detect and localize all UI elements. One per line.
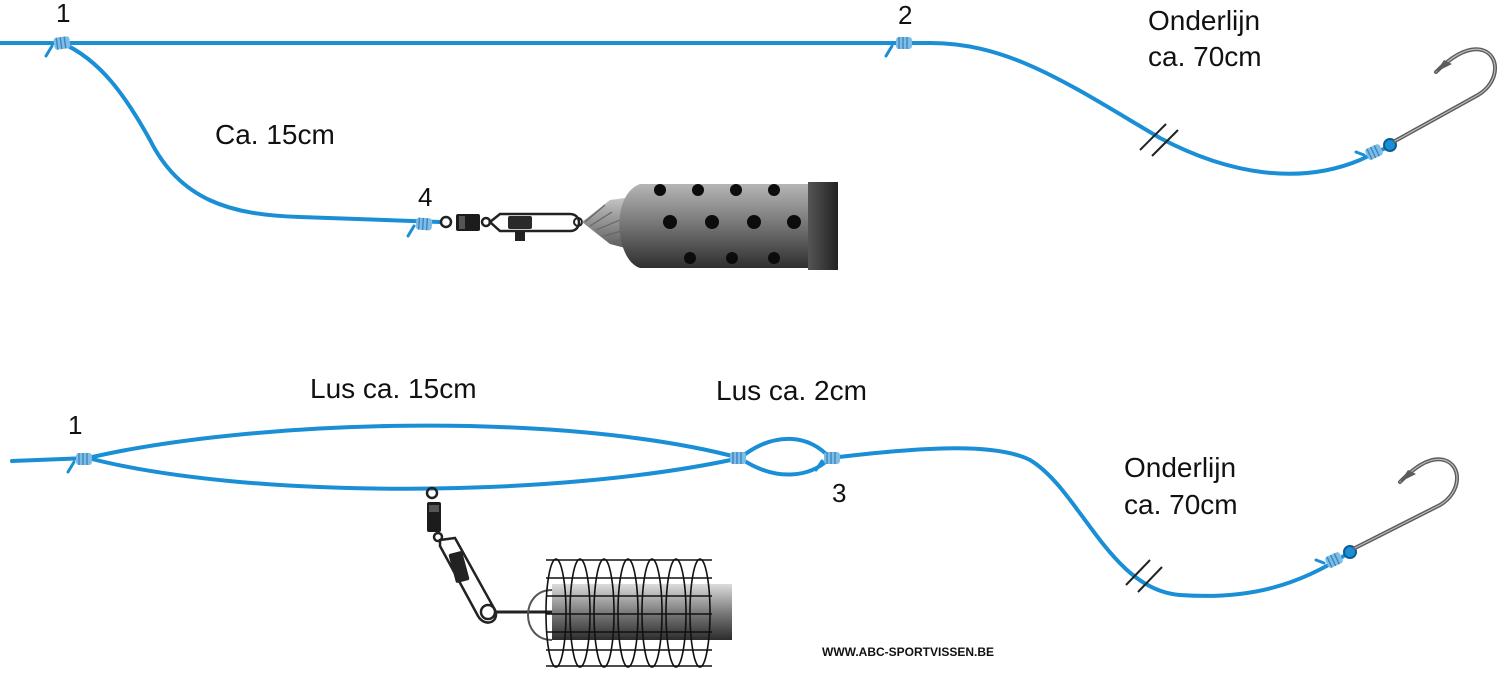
break-mark-icon <box>1139 123 1179 157</box>
bottom-knot-1-tag <box>66 460 76 474</box>
method-feeder-icon <box>582 182 838 270</box>
top-knot-4-tag <box>406 224 416 238</box>
bottom-knot-1-number: 1 <box>68 410 82 440</box>
top-knot-1-number: 1 <box>56 0 70 28</box>
top-knot-2-number: 2 <box>898 0 912 30</box>
watermark-url: WWW.ABC-SPORTVISSEN.BE <box>822 645 994 659</box>
hook-icon <box>1343 457 1459 559</box>
bottom-large-loop-upper <box>86 423 742 460</box>
bottom-knot-3-tag <box>814 459 824 472</box>
bottom-knot-3-number: 3 <box>832 478 846 508</box>
cage-feeder-icon <box>495 558 732 668</box>
top-knot-1 <box>52 35 72 51</box>
top-knot-1-tag <box>44 44 54 58</box>
top-hook-knot-tag <box>1354 150 1366 157</box>
bottom-hooklength-label-2: ca. 70cm <box>1124 489 1238 520</box>
top-hooklength-label-1: Onderlijn <box>1148 5 1260 36</box>
hook-icon <box>1383 47 1497 152</box>
top-main-line <box>0 41 1392 176</box>
top-dropper-length-label: Ca. 15cm <box>215 119 335 150</box>
top-knot-2 <box>895 36 913 50</box>
bottom-hooklength-label-1: Onderlijn <box>1124 452 1236 483</box>
top-knot-2-tag <box>884 44 894 58</box>
bottom-knot-loop <box>729 451 747 465</box>
bottom-loop-small-label: Lus ca. 2cm <box>716 375 867 406</box>
break-mark-icon <box>1125 559 1163 593</box>
bottom-knot-1 <box>75 452 93 466</box>
top-hooklength-label-2: ca. 70cm <box>1148 41 1262 72</box>
bottom-hook-knot-tag <box>1314 558 1326 565</box>
bottom-hooklength-line <box>828 446 1352 598</box>
bottom-knot-3 <box>823 451 841 465</box>
bottom-rig: 1 3 Lus ca. 15cm Lus ca. 2cm Onderlijn c… <box>10 373 1459 668</box>
snap-icon <box>488 212 583 241</box>
bottom-loop-large-label: Lus ca. 15cm <box>310 373 477 404</box>
swivel-icon <box>425 486 444 543</box>
snap-icon <box>438 536 498 624</box>
bottom-large-loop-lower <box>86 456 742 491</box>
top-knot-4 <box>414 216 434 232</box>
top-rig: 1 2 4 Ca. 15cm Onderlijn ca. 70cm <box>0 0 1497 270</box>
top-dropper-line <box>60 41 442 224</box>
swivel-icon <box>439 214 492 231</box>
top-knot-4-number: 4 <box>418 182 432 212</box>
bottom-main-line <box>10 456 90 463</box>
